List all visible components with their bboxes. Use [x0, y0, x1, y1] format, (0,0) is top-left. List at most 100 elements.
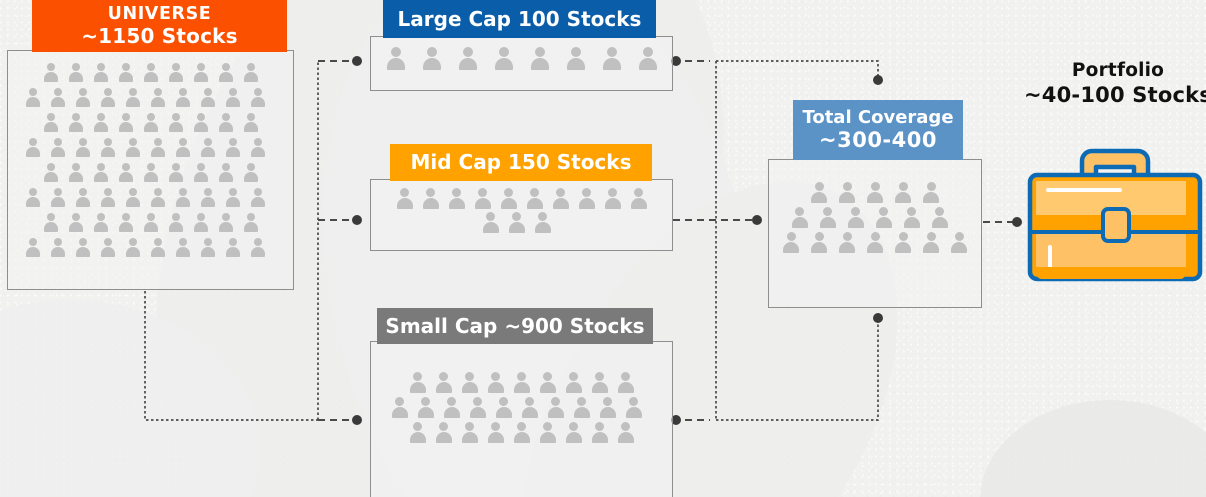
person-icon [534, 212, 551, 233]
person-icon [461, 372, 478, 393]
mid-cap-banner: Mid Cap 150 Stocks [390, 144, 652, 181]
person-icon [791, 207, 808, 228]
person-icon [175, 238, 190, 257]
person-icon [125, 88, 140, 107]
people-row [811, 182, 939, 203]
person-icon [125, 138, 140, 157]
person-icon [143, 113, 158, 132]
person-icon [386, 47, 405, 70]
people-row [386, 47, 657, 70]
person-icon [500, 188, 517, 209]
person-icon [638, 47, 657, 70]
person-icon [150, 238, 165, 257]
people-row [43, 113, 258, 132]
person-icon [422, 47, 441, 70]
people-row [25, 238, 265, 257]
person-icon [43, 163, 58, 182]
person-icon [625, 397, 642, 418]
portfolio-count: ~40-100 Stocks [1024, 83, 1206, 107]
universe-count: ~1150 Stocks [81, 24, 238, 49]
person-icon [602, 47, 621, 70]
person-icon [487, 422, 504, 443]
large-cap-banner: Large Cap 100 Stocks [383, 0, 656, 38]
person-icon [100, 238, 115, 257]
person-icon [118, 63, 133, 82]
person-icon [168, 213, 183, 232]
person-icon [573, 397, 590, 418]
people-row [25, 188, 265, 207]
person-icon [243, 213, 258, 232]
person-icon [125, 188, 140, 207]
person-icon [783, 232, 799, 253]
universe-title: UNIVERSE [107, 3, 212, 24]
person-icon [168, 163, 183, 182]
people-row [25, 88, 265, 107]
person-icon [839, 182, 855, 203]
person-icon [435, 372, 452, 393]
total-coverage-count: ~300-400 [819, 127, 937, 152]
person-icon [150, 138, 165, 157]
person-icon [150, 188, 165, 207]
person-icon [200, 138, 215, 157]
person-icon [50, 138, 65, 157]
person-icon [867, 232, 883, 253]
person-icon [193, 63, 208, 82]
person-icon [923, 182, 939, 203]
person-icon [487, 372, 504, 393]
mid-cap-count: 150 Stocks [508, 150, 632, 175]
person-icon [75, 188, 90, 207]
person-icon [565, 372, 582, 393]
person-icon [50, 188, 65, 207]
person-icon [482, 212, 499, 233]
person-icon [168, 113, 183, 132]
small-cap-banner: Small Cap ~900 Stocks [377, 308, 653, 344]
person-icon [521, 397, 538, 418]
person-icon [68, 213, 83, 232]
person-icon [547, 397, 564, 418]
person-icon [617, 422, 634, 443]
people-row [482, 212, 551, 233]
person-icon [250, 138, 265, 157]
person-icon [193, 113, 208, 132]
person-icon [75, 238, 90, 257]
person-icon [43, 63, 58, 82]
person-icon [100, 138, 115, 157]
person-icon [461, 422, 478, 443]
person-icon [474, 188, 491, 209]
person-icon [243, 63, 258, 82]
large-cap-box [370, 36, 673, 91]
people-row [791, 207, 948, 228]
person-icon [118, 113, 133, 132]
person-icon [565, 422, 582, 443]
person-icon [566, 47, 585, 70]
person-icon [93, 113, 108, 132]
people-row [43, 213, 258, 232]
person-icon [243, 113, 258, 132]
person-icon [118, 163, 133, 182]
universe-people-icons [8, 63, 293, 257]
person-icon [895, 182, 911, 203]
person-icon [526, 188, 543, 209]
person-icon [143, 163, 158, 182]
portfolio-title: Portfolio [1071, 60, 1165, 81]
person-icon [513, 372, 530, 393]
person-icon [25, 88, 40, 107]
mid-cap-people-icons [371, 188, 672, 233]
person-icon [93, 163, 108, 182]
total-coverage-banner: Total Coverage ~300-400 [793, 100, 963, 160]
person-icon [143, 213, 158, 232]
person-icon [175, 138, 190, 157]
person-icon [75, 88, 90, 107]
person-icon [409, 422, 426, 443]
mid-cap-name: Mid Cap [410, 150, 502, 175]
person-icon [811, 182, 827, 203]
person-icon [68, 63, 83, 82]
mid-cap-box [370, 179, 673, 251]
person-icon [43, 213, 58, 232]
person-icon [118, 213, 133, 232]
person-icon [435, 422, 452, 443]
person-icon [409, 372, 426, 393]
person-icon [250, 188, 265, 207]
person-icon [630, 188, 647, 209]
person-icon [591, 372, 608, 393]
